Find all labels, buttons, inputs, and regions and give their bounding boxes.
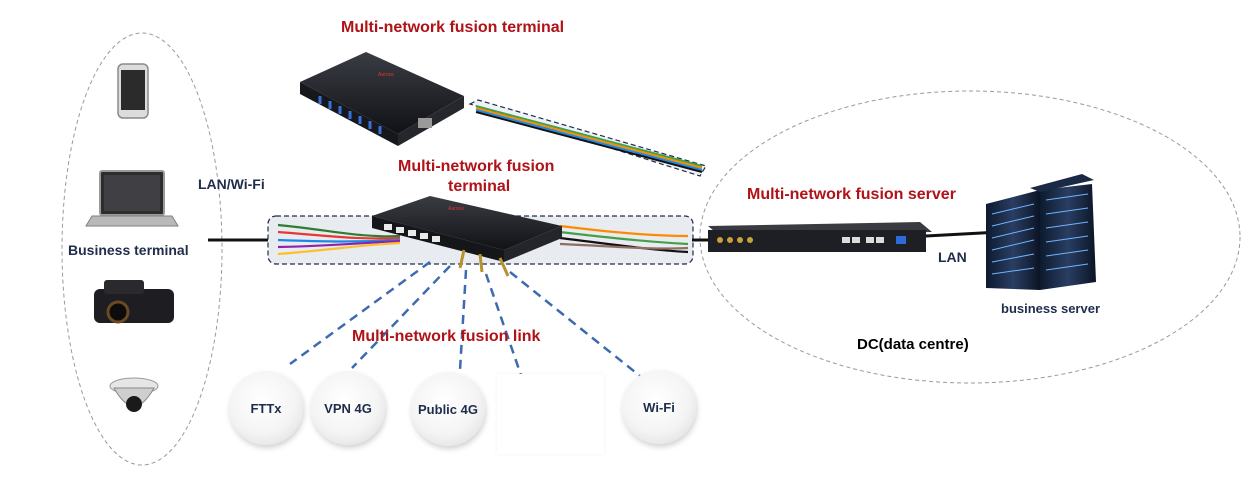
network-bubble-fttx: FTTx [229,371,303,445]
dc-label: DC(data centre) [857,336,969,353]
network-bubble-wifi: Wi-Fi [622,370,696,444]
server-appliance-icon [708,222,932,252]
blank-panel [497,374,604,454]
router-icon: Aarrow [300,52,464,146]
smartphone-icon [117,63,149,119]
network-bubble-public-4g: Public 4G [411,372,485,446]
router-icon: Aarrow [372,196,562,277]
lan-wifi-label: LAN/Wi-Fi [198,176,265,192]
data-centre-group [699,90,1241,384]
mid-terminal-title-line1: Multi-network fusion [398,158,555,175]
fusion-server-title: Multi-network fusion server [747,186,956,203]
top-cable-bundle [475,105,703,173]
top-terminal-title: Multi-network fusion terminal [341,19,565,36]
business-terminal-group [61,32,223,466]
lan-label: LAN [938,249,967,265]
svg-text:Aarrow: Aarrow [378,72,394,78]
mid-terminal-title-line2: terminal [448,178,511,195]
fusion-link-cables [277,223,689,256]
server-rack-icon [986,174,1096,290]
dashcam-icon [94,280,174,324]
dome-camera-icon [109,377,159,412]
network-bubble-vpn-4g: VPN 4G [311,371,385,445]
business-server-label: business server [1001,301,1101,316]
laptop-icon [85,170,179,227]
business-terminal-label: Business terminal [68,242,189,258]
fusion-link-dashes [289,260,641,379]
svg-text:Aarrow: Aarrow [448,206,464,212]
fusion-link-label: Multi-network fusion link [352,328,541,345]
